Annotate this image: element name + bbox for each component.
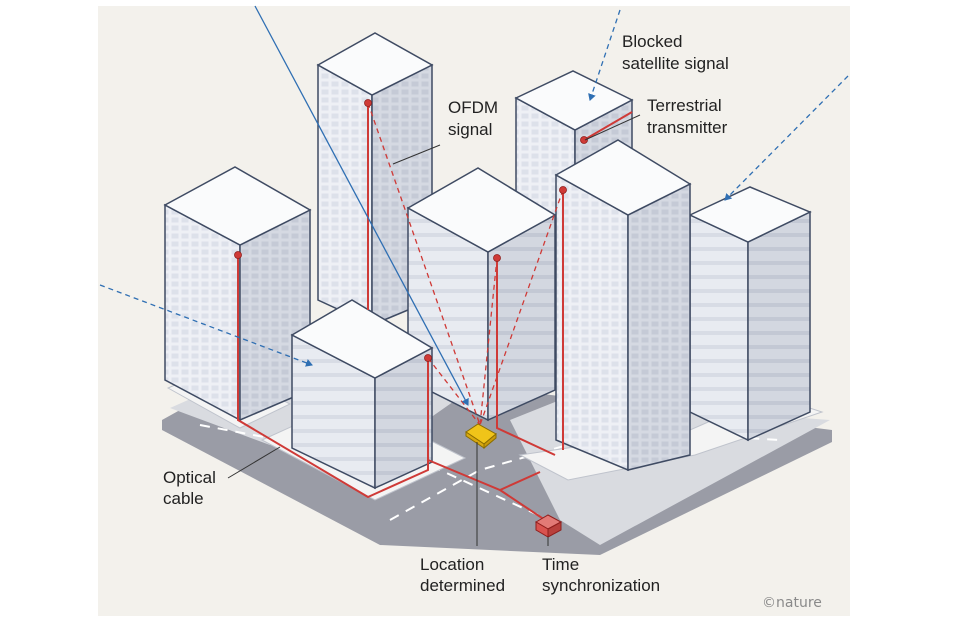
building-front-right <box>554 139 692 472</box>
optical-cables <box>237 103 633 523</box>
car-icon <box>465 423 497 450</box>
label-location-determined: Location determined <box>420 555 505 595</box>
label-blocked-satellite-signal: Blocked satellite signal <box>622 32 729 73</box>
ofdm-signal-lines <box>367 102 564 426</box>
building-left <box>163 166 312 422</box>
credit-nature: ©nature <box>762 595 822 611</box>
label-terrestrial-transmitter: Terrestrial transmitter <box>647 96 728 137</box>
label-time-synchronization: Time synchronization <box>542 555 660 595</box>
leader-lines <box>227 114 641 546</box>
transmitter-pin-icon <box>234 99 588 362</box>
building-far-right <box>688 186 812 442</box>
label-optical-cable: Optical cable <box>163 468 221 508</box>
building-front-small <box>290 299 434 490</box>
satellite-signals <box>99 5 849 406</box>
label-ofdm-signal: OFDM signal <box>448 98 503 139</box>
building-tall-center <box>316 32 434 327</box>
